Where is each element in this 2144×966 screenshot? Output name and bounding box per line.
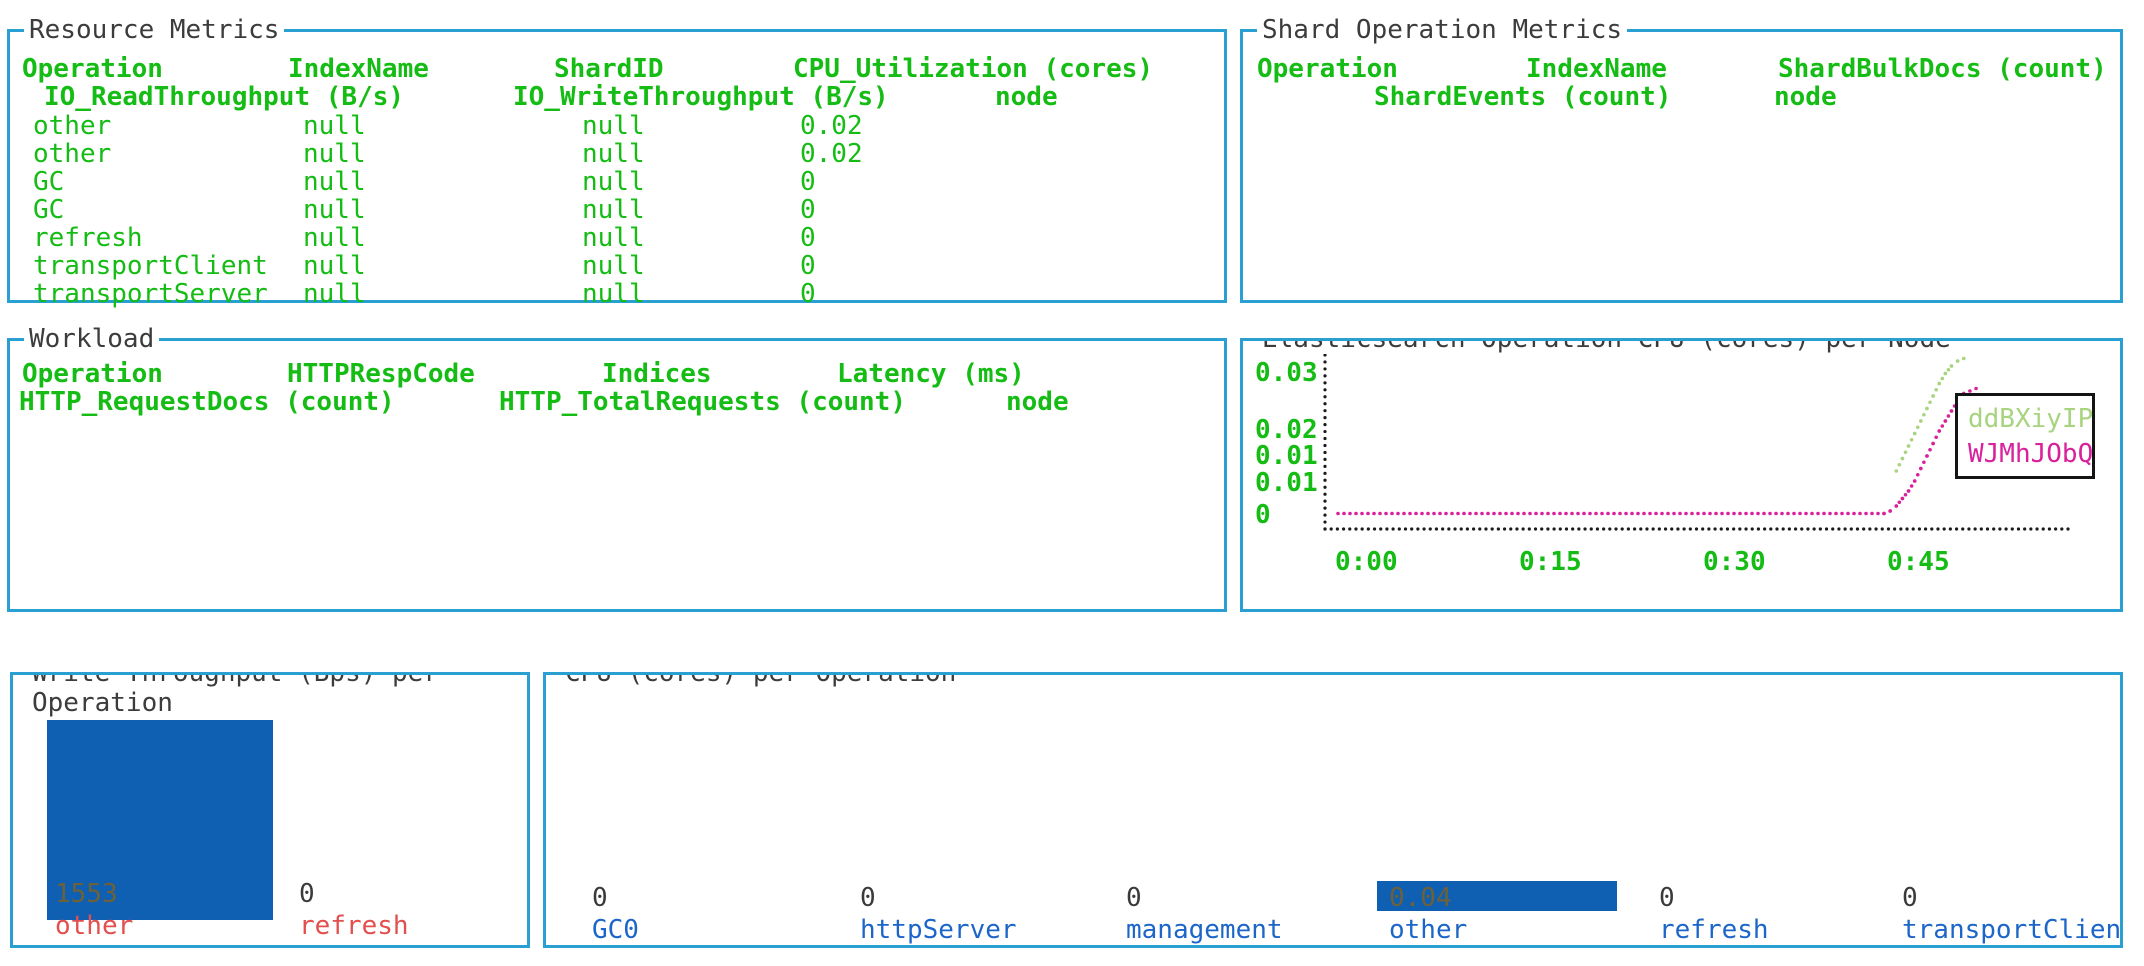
header-cell: node xyxy=(995,82,1058,112)
header-cell: IO_ReadThroughput (B/s) xyxy=(44,82,405,112)
header-cell: HTTPRespCode xyxy=(287,359,475,389)
header-cell: ShardEvents (count) xyxy=(1374,82,1672,112)
bar-value: 0 xyxy=(592,883,608,913)
y-axis-tick-label: 0.02 xyxy=(1255,415,1318,445)
table-cell: GC xyxy=(33,167,65,197)
bar-value: 0 xyxy=(860,883,876,913)
table-cell: null xyxy=(303,111,366,141)
y-axis-tick-label: 0 xyxy=(1255,500,1271,530)
table-cell: 0 xyxy=(800,223,816,253)
table-cell: GC xyxy=(33,195,65,225)
table-cell: transportClient xyxy=(33,251,268,281)
table-cell: 0.02 xyxy=(800,139,863,169)
table-cell: null xyxy=(303,279,366,309)
table-cell: null xyxy=(582,279,645,309)
table-cell: other xyxy=(33,111,112,141)
shard-operation-metrics-title: Shard Operation Metrics xyxy=(1257,15,1628,45)
table-cell: null xyxy=(582,111,645,141)
header-cell: HTTP_RequestDocs (count) xyxy=(19,387,395,417)
bar-category-label: transportClien xyxy=(1902,915,2122,945)
cpu-per-operation-title: CPU (cores) per Operation xyxy=(560,675,962,688)
header-cell: IndexName xyxy=(1526,54,1667,84)
header-cell: Indices xyxy=(602,359,712,389)
es-cpu-chart-panel: Elasticsearch Operation CPU (cores) per … xyxy=(1240,338,2123,612)
table-cell: null xyxy=(582,251,645,281)
x-axis-tick-label: 0:00 xyxy=(1335,547,1398,577)
table-cell: null xyxy=(582,195,645,225)
header-cell: IO_WriteThroughput (B/s) xyxy=(513,82,889,112)
bar-value: 0 xyxy=(299,879,315,909)
workload-panel: Workload Operation HTTPRespCode Indices Lat… xyxy=(7,324,1227,612)
header-cell: CPU_Utilization (cores) xyxy=(793,54,1154,84)
header-cell: node xyxy=(1774,82,1837,112)
bar-category-label: httpServer xyxy=(860,915,1017,945)
bar-value: 0 xyxy=(1126,883,1142,913)
bar-value: 0 xyxy=(1659,883,1675,913)
resource-metrics-title: Resource Metrics xyxy=(24,15,285,45)
header-cell: ShardID xyxy=(554,54,664,84)
bar-category-label: refresh xyxy=(1659,915,1769,945)
table-cell: null xyxy=(303,167,366,197)
table-cell: 0 xyxy=(800,251,816,281)
bar-category-label: management xyxy=(1126,915,1283,945)
write-throughput-panel: Write Throughput (Bps) per Operation 155… xyxy=(10,672,530,948)
header-cell: Operation xyxy=(22,54,163,84)
table-cell: 0.02 xyxy=(800,111,863,141)
header-cell: HTTP_TotalRequests (count) xyxy=(499,387,906,417)
header-cell: ShardBulkDocs (count) xyxy=(1778,54,2107,84)
shard-operation-metrics-panel: Shard Operation Metrics Operation IndexNa… xyxy=(1240,15,2123,303)
table-cell: 0 xyxy=(800,279,816,309)
table-cell: null xyxy=(303,195,366,225)
workload-title: Workload xyxy=(24,324,160,354)
y-axis-tick-label: 0.03 xyxy=(1255,358,1318,388)
y-axis-tick-label: 0.01 xyxy=(1255,441,1318,471)
resource-metrics-panel: Resource Metrics Operation IndexName Shard… xyxy=(7,15,1227,309)
table-cell: 0 xyxy=(800,195,816,225)
table-cell: 0 xyxy=(800,167,816,197)
bar-other xyxy=(47,720,273,920)
bar-category-label: refresh xyxy=(299,911,409,941)
chart-legend: ddBXiyIP WJMhJObQ xyxy=(1955,393,2095,479)
legend-entry-node-a: ddBXiyIP xyxy=(1968,404,2094,434)
header-cell: Operation xyxy=(1257,54,1398,84)
x-axis-tick-label: 0:45 xyxy=(1887,547,1950,577)
bar-category-label: GC0 xyxy=(592,915,639,945)
bar-category-label: other xyxy=(1389,915,1468,945)
bar-category-label: other xyxy=(55,911,134,941)
table-cell: other xyxy=(33,139,112,169)
y-axis-tick-label: 0.01 xyxy=(1255,468,1318,498)
chart-plot-dots xyxy=(1323,353,2070,531)
legend-entry-node-b: WJMhJObQ xyxy=(1968,439,2094,469)
x-axis-tick-label: 0:15 xyxy=(1519,547,1582,577)
es-cpu-chart-title: Elasticsearch Operation CPU (cores) per … xyxy=(1257,341,1956,354)
table-cell: null xyxy=(303,251,366,281)
bar-other xyxy=(1377,881,1617,911)
table-cell: null xyxy=(582,167,645,197)
header-cell: Latency (ms) xyxy=(837,359,1025,389)
table-cell: null xyxy=(582,139,645,169)
table-cell: transportServer xyxy=(33,279,268,309)
header-cell: node xyxy=(1006,387,1069,417)
table-cell: null xyxy=(582,223,645,253)
write-throughput-title: Write Throughput (Bps) per Operation xyxy=(27,675,469,718)
bar-value: 0.04 xyxy=(1389,883,1452,913)
table-cell: null xyxy=(303,223,366,253)
header-cell: Operation xyxy=(22,359,163,389)
header-cell: IndexName xyxy=(288,54,429,84)
table-cell: null xyxy=(303,139,366,169)
x-axis-tick-label: 0:30 xyxy=(1703,547,1766,577)
table-cell: refresh xyxy=(33,223,143,253)
bar-value: 1553 xyxy=(55,879,118,909)
bar-value: 0 xyxy=(1902,883,1918,913)
